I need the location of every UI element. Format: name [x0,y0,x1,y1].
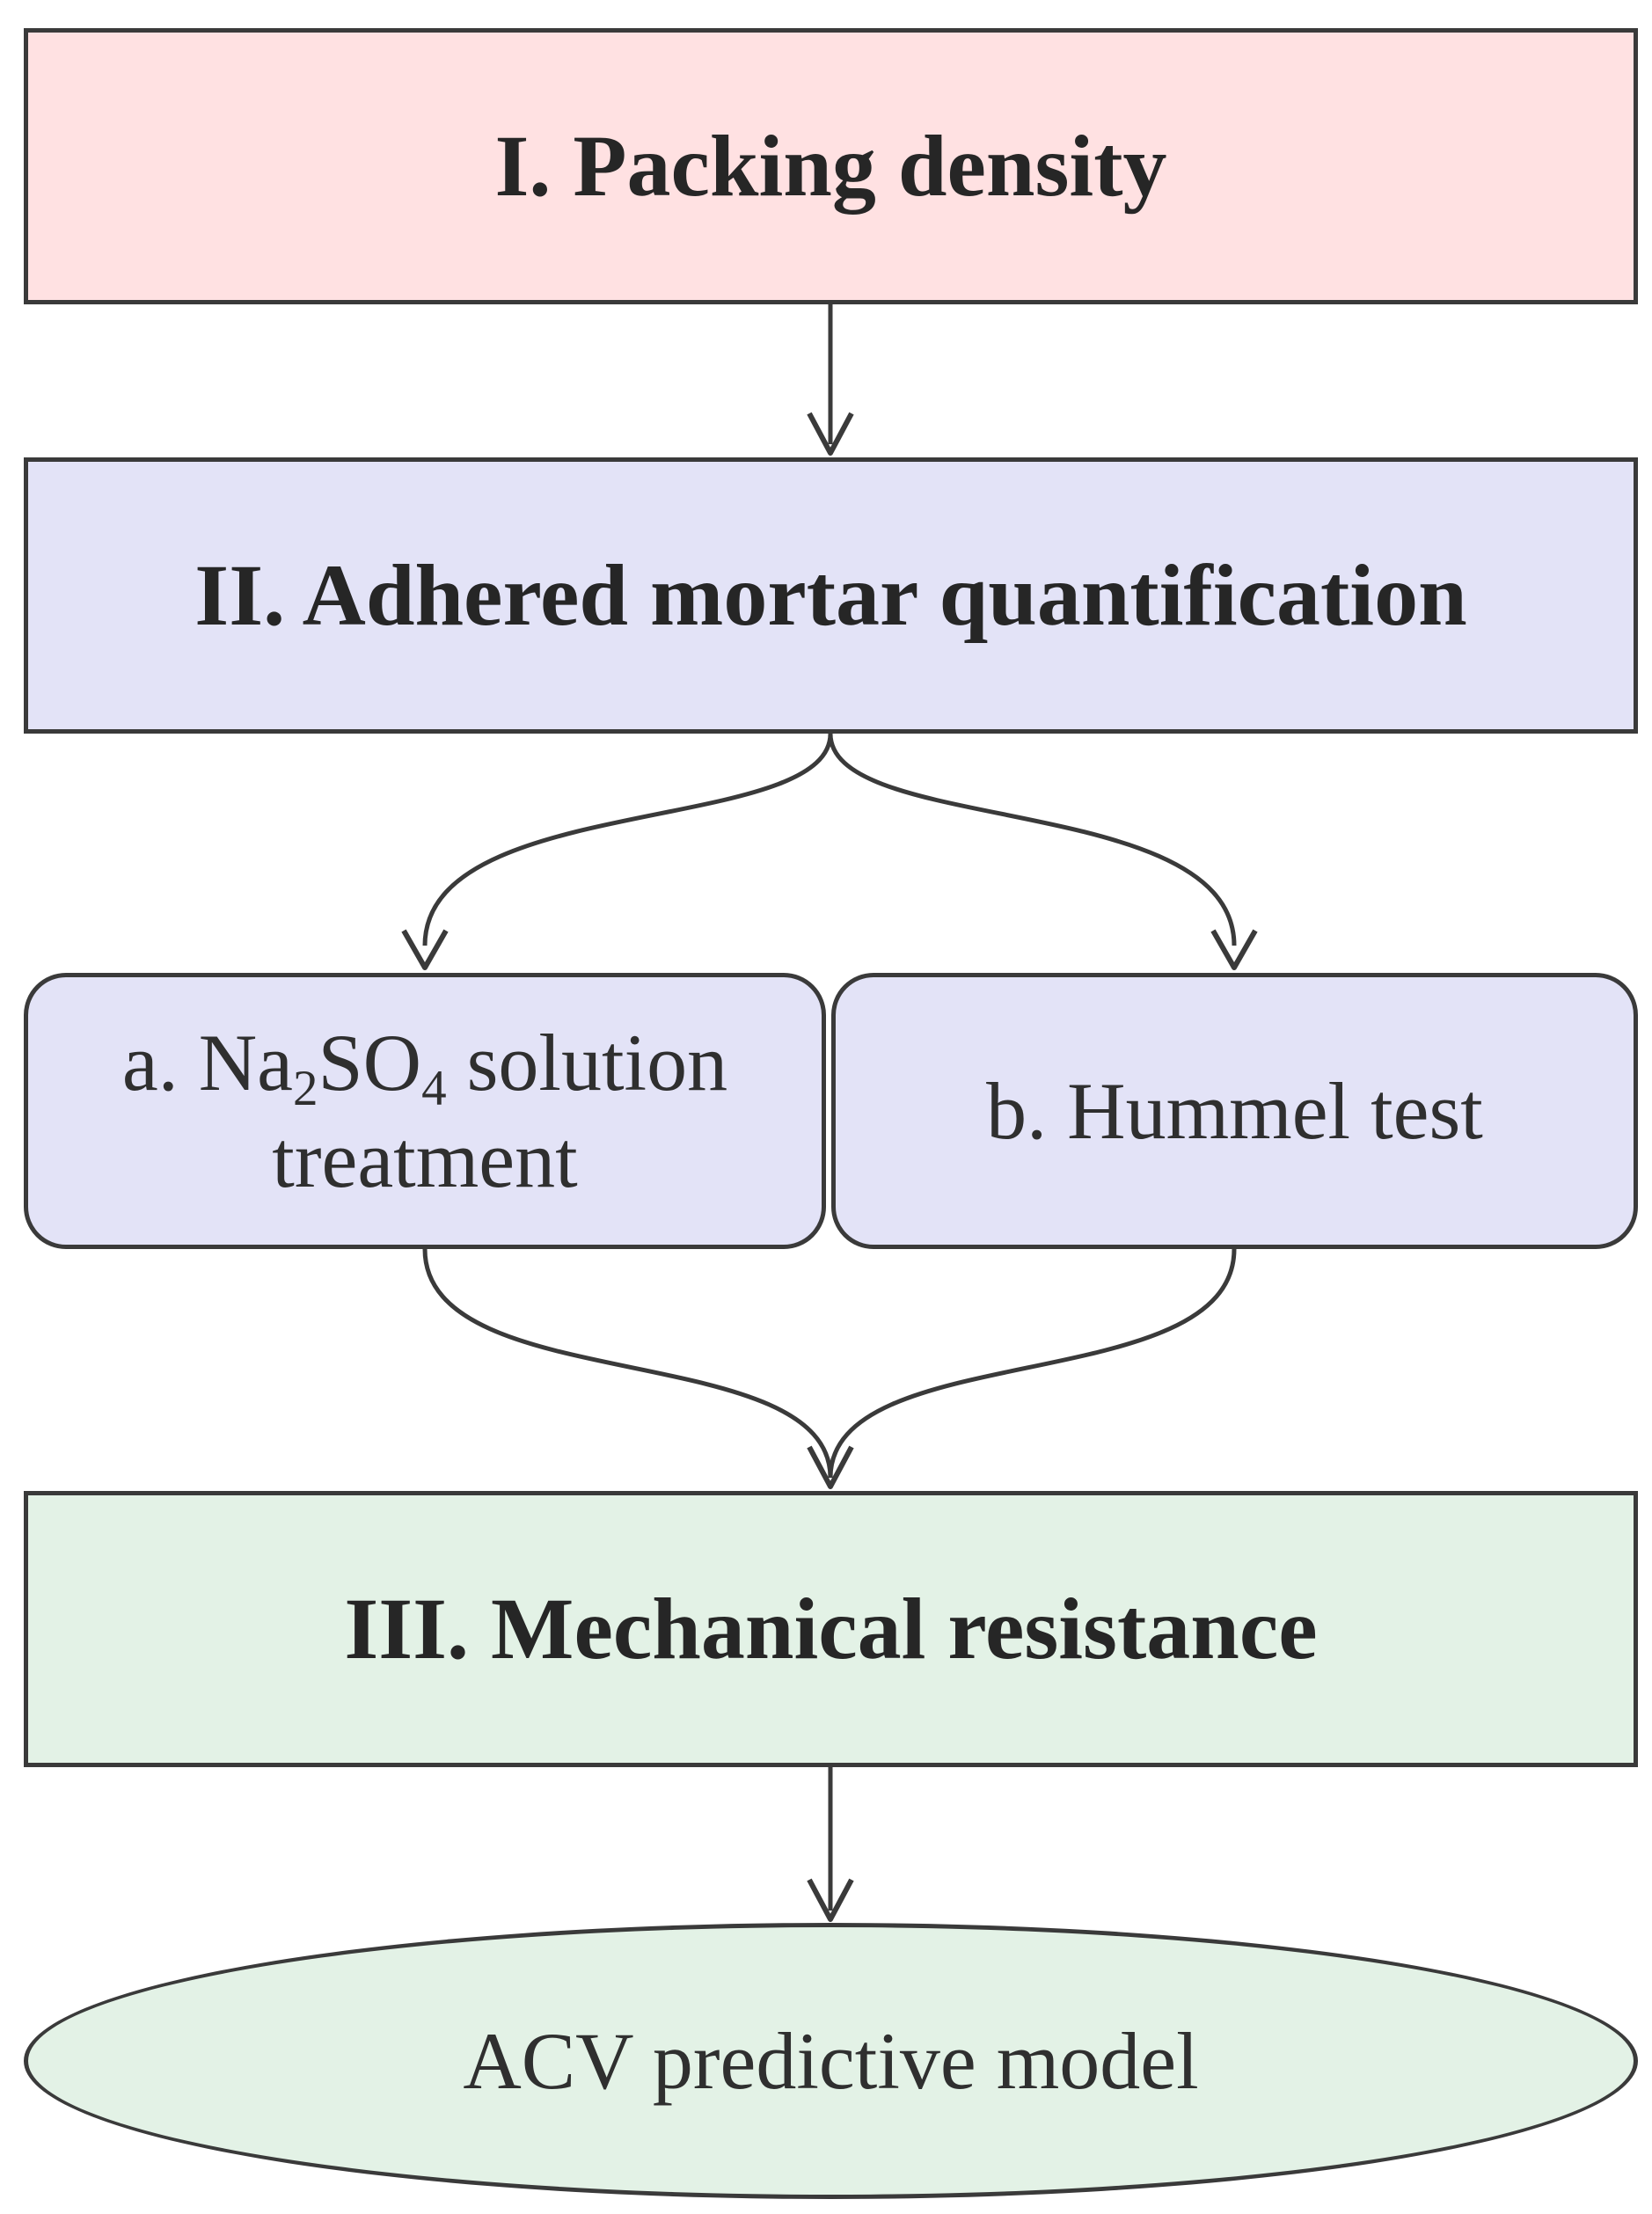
substep-na2so4-mid: SO [318,1017,422,1107]
result-acv-model-label: ACV predictive model [463,2015,1199,2106]
arrow-step2-to-substep-b [828,733,1258,970]
substep-na2so4-subscript-4: 4 [421,1060,447,1116]
substep-hummel-test-label: b. Hummel test [986,1065,1483,1156]
arrow-step1-to-step2 [807,304,854,456]
arrow-step2-to-substep-a [401,733,833,970]
step-mechanical-resistance-box: III. Mechanical resistance [24,1491,1638,1767]
substep-na2so4-prefix: a. Na [121,1017,293,1107]
step-mechanical-resistance-label: III. Mechanical resistance [344,1580,1318,1677]
substep-na2so4-text: a. Na2SO4 solution treatment [122,1014,727,1209]
substep-na2so4-suffix: solution [446,1017,728,1107]
arrow-step3-to-result [807,1767,854,1922]
substep-na2so4-line2: treatment [272,1114,578,1204]
step-adhered-mortar-label: II. Adhered mortar quantification [194,546,1467,644]
step-packing-density-label: I. Packing density [494,117,1167,215]
step-adhered-mortar-box: II. Adhered mortar quantification [24,457,1638,734]
substep-na2so4-line1: a. Na2SO4 solution [121,1014,728,1114]
substep-na2so4-subscript-2: 2 [292,1060,318,1116]
substep-hummel-test-box: b. Hummel test [831,973,1638,1249]
step-packing-density-box: I. Packing density [24,28,1638,304]
substep-na2so4-box: a. Na2SO4 solution treatment [24,973,826,1249]
arrow-substeps-to-step3 [422,1248,1237,1489]
result-acv-model-oval: ACV predictive model [24,1923,1638,2199]
